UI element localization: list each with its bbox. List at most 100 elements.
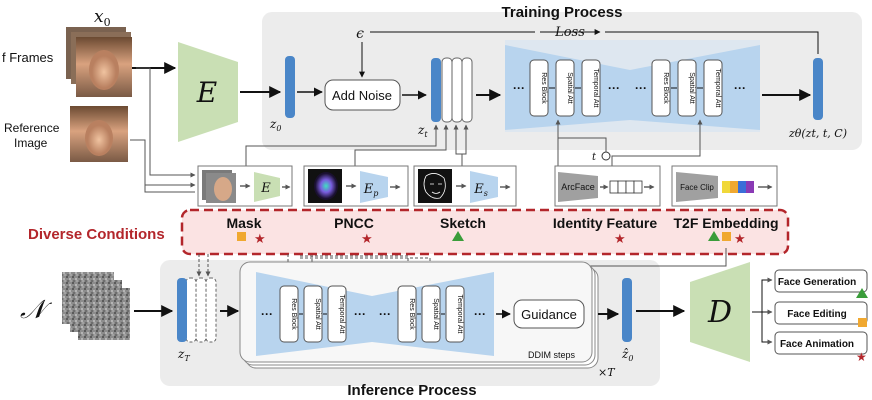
train-res-block-2 [651,59,671,117]
input-frames [66,27,132,97]
reference-image [70,106,128,162]
t-plus-node [601,151,611,161]
zT-latent-stack [177,277,217,343]
reference-label-2: Image [14,136,48,150]
generation-triangle-mark [856,288,868,298]
face-generation-box [774,269,868,293]
train-temporal-att-2 [703,59,723,117]
infer-res-block-2 [397,285,417,343]
svg-text:Spatial Att: Spatial Att [566,72,573,104]
svg-text:Res Block: Res Block [290,298,297,330]
z0-hat-label: ẑ0 [621,347,633,363]
train-spatial-att-1 [555,59,575,117]
z0-hat-latent [622,278,632,342]
z0-label: z0 [269,117,281,133]
svg-text:Face Clip: Face Clip [680,183,714,192]
guidance-box [513,299,585,329]
editing-square-mark [858,318,867,327]
svg-text:···: ··· [513,81,525,95]
zT-label: zT [177,347,190,363]
cond-pncc-label: PNCC [334,215,374,231]
svg-text:E: E [260,181,271,196]
training-unet: Res Block Spatial Att Temporal Att Res B… [505,40,760,132]
ztheta-label: zθ(zt, t, C) [788,127,847,140]
training-title: Training Process [502,4,623,21]
infer-temporal-att-1 [327,285,347,343]
face-generation-label: Face Generation [778,277,856,288]
times-T-label: ×T [598,366,616,379]
frames-label: f Frames [2,50,54,65]
svg-text:···: ··· [261,307,273,321]
face-animation-box [774,331,868,355]
svg-text:t: t [592,152,597,163]
mask-face [214,177,232,201]
normal-dist-label: 𝒩 [20,295,53,325]
t2f-embedding-vector [722,181,754,193]
diverse-conditions-band [180,208,790,256]
t2f-triangle-mark [708,231,720,241]
loss-label: Loss [554,25,585,40]
t2f-square-mark [722,232,731,241]
reference-label-1: Reference [4,121,60,135]
svg-text:Temporal Att: Temporal Att [592,69,599,108]
train-temporal-att-1 [581,59,601,117]
gaussian-noise-stack [62,272,130,340]
cond-sketch-label: Sketch [440,215,486,231]
diverse-conditions-label: Diverse Conditions [28,226,165,243]
add-noise-label: Add Noise [332,88,392,103]
identity-star-mark: ★ [614,232,626,247]
pncc-encoder [360,171,388,203]
epsilon-label: ϵ [356,26,364,42]
cond-t2f-label: T2F Embedding [674,215,779,231]
svg-text:Res Block: Res Block [540,72,547,104]
svg-text:Temporal Att: Temporal Att [456,295,463,334]
sketch-triangle-mark [452,231,464,241]
x0-label: x0 [94,7,111,29]
svg-text:Temporal Att: Temporal Att [338,295,345,334]
svg-text:···: ··· [474,307,486,321]
arcface-block [558,172,598,202]
decoder-label: D [707,295,732,330]
sketch-face [423,173,446,199]
svg-text:Es: Es [473,182,488,198]
svg-text:Temporal Att: Temporal Att [714,69,721,108]
svg-text:Ep: Ep [363,182,379,198]
face-editing-label: Face Editing [787,309,846,320]
mask-encoder [254,172,280,202]
add-noise-box [324,79,401,111]
svg-text:···: ··· [635,81,647,95]
face-editing-box [774,301,868,325]
infer-spatial-att-2 [421,285,441,343]
infer-spatial-att-1 [303,285,323,343]
sketch-encoder [470,171,498,203]
svg-text:···: ··· [379,307,391,321]
cond-mask-label: Mask [226,215,261,231]
encoder-block [178,42,238,142]
train-res-block-1 [529,59,549,117]
decoder-block [690,262,750,362]
encoder-label: E [196,76,217,109]
svg-text:···: ··· [354,307,366,321]
svg-text:Spatial Att: Spatial Att [314,298,321,330]
svg-text:Res Block: Res Block [662,72,669,104]
svg-text:ArcFace: ArcFace [561,182,595,192]
infer-res-block-1 [279,285,299,343]
inference-unet: Res Block Spatial Att Temporal Att Res B… [256,272,494,356]
z0-latent [285,56,295,118]
svg-text:Spatial Att: Spatial Att [432,298,439,330]
svg-text:···: ··· [608,81,620,95]
svg-text:Spatial Att: Spatial Att [688,72,695,104]
face-animation-label: Face Animation [780,339,854,350]
t2f-star-mark: ★ [734,232,746,247]
svg-text:Res Block: Res Block [408,298,415,330]
guidance-label: Guidance [521,307,577,322]
zt-latent-stack [431,57,473,123]
pncc-star-mark: ★ [361,232,373,247]
infer-temporal-att-2 [445,285,465,343]
mask-star-mark: ★ [254,232,266,247]
ddim-steps-label: DDIM steps [528,350,576,360]
cond-identity-label: Identity Feature [553,215,657,231]
svg-text:···: ··· [734,81,746,95]
